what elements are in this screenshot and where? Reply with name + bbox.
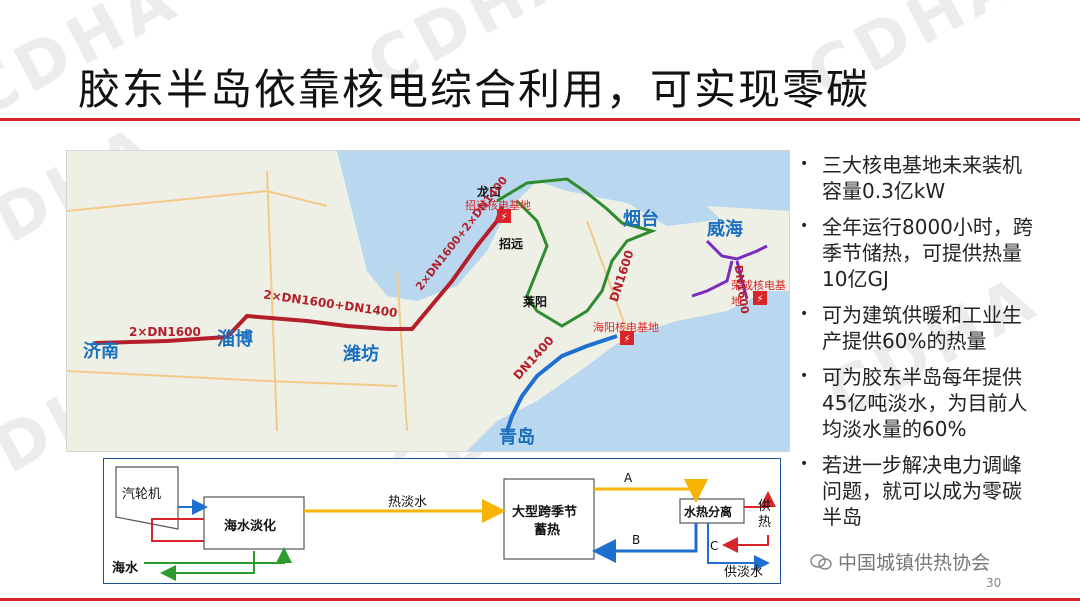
supply-fresh-water-label: 供淡水	[724, 565, 764, 580]
desal-label: 海水淡化	[224, 519, 277, 534]
pipe-label-jinan-zibo: 2×DN1600	[129, 325, 201, 339]
city-zibo: 淄博	[217, 329, 253, 350]
city-weifang: 潍坊	[343, 344, 379, 365]
svg-text:⚡: ⚡	[623, 334, 630, 345]
supply-heat-label: 供热	[758, 499, 772, 530]
desal-box-shape	[203, 496, 305, 550]
svg-text:⚡: ⚡	[756, 294, 763, 305]
city-laiyang: 莱阳	[523, 295, 548, 309]
separator-box-shape	[679, 498, 745, 524]
list-item: •可为建筑供暖和工业生产提供60%的热量	[800, 303, 1022, 353]
base-label-rongcheng: 荣成核电基地	[731, 279, 786, 308]
flow-label-a: A	[624, 471, 633, 485]
bottom-divider	[0, 598, 1080, 601]
haiyang-base-marker: ⚡	[620, 331, 634, 345]
city-yantai: 烟台	[623, 209, 659, 230]
process-diagram-canvas	[115, 466, 776, 581]
footer-brand-text: 中国城镇供热协会	[838, 552, 991, 574]
title-divider	[0, 118, 1080, 121]
footer-brand: 中国城镇供热协会	[810, 548, 990, 575]
city-zhaoyuan: 招远	[499, 237, 524, 251]
zhaoyuan-base-marker: ⚡	[497, 209, 511, 223]
storage-label-line2: 蓄热	[534, 523, 561, 538]
weihai-coast	[707, 206, 789, 291]
storage-label-line1: 大型跨季节	[512, 505, 578, 520]
city-jinan: 济南	[83, 341, 119, 362]
list-item: •三大核电基地未来装机容量0.3亿kW	[800, 153, 1022, 203]
storage-box-shape	[503, 478, 595, 560]
city-weihai: 威海	[707, 219, 743, 240]
city-qingdao: 青岛	[499, 427, 535, 448]
separator-label: 水热分离	[684, 505, 733, 519]
bullet-icon: •	[800, 456, 809, 472]
hot-fresh-water-label: 热淡水	[388, 495, 428, 510]
bullet-icon: •	[800, 218, 809, 234]
base-label-zhaoyuan: 招远核电基地	[465, 199, 531, 212]
turbine-shape	[115, 466, 179, 530]
trunk-pipeline	[94, 205, 504, 345]
bullet-icon: •	[800, 368, 809, 384]
bullet-icon: •	[800, 306, 809, 322]
flow-label-b: B	[632, 533, 641, 547]
yellow-sea	[467, 291, 789, 451]
chat-icon	[810, 553, 832, 571]
seawater-label: 海水	[112, 561, 139, 576]
page-number: 30	[986, 576, 1002, 590]
list-item: •若进一步解决电力调峰问题，就可以成为零碳半岛	[800, 453, 1022, 529]
rongcheng-base-marker: ⚡	[753, 291, 767, 305]
turbine-label: 汽轮机	[122, 487, 162, 502]
rongcheng-purple-pipeline	[691, 239, 768, 300]
haiyang-qingdao-pipeline	[505, 334, 618, 432]
list-item: •可为胶东半岛每年提供45亿吨淡水，为目前人均淡水量的60%	[800, 365, 1028, 441]
page-title: 胶东半岛依靠核电综合利用，可实现零碳	[78, 65, 871, 114]
bullet-icon: •	[800, 156, 809, 172]
svg-text:⚡: ⚡	[500, 212, 507, 223]
process-diagram: 汽轮机 海水淡化 热淡水 大型跨季节 蓄热 水热分离 A B C 海水 供热 供…	[103, 458, 781, 584]
city-longkou: 龙口	[477, 185, 502, 199]
shandong-peninsula-map: ⚡ ⚡ ⚡ 济南 淄博 潍坊 青岛 烟台 威海 龙口 招远 莱阳 招远核电基地 …	[66, 150, 790, 452]
base-label-haiyang: 海阳核电基地	[593, 321, 659, 334]
flow-label-c: C	[710, 539, 719, 553]
list-item: •全年运行8000小时，跨季节储热，可提供热量10亿GJ	[800, 215, 1033, 291]
bohai-sea	[337, 151, 789, 301]
map-canvas: ⚡ ⚡ ⚡	[67, 151, 789, 451]
yantai-green-pipeline	[496, 177, 657, 328]
key-points-list: •三大核电基地未来装机容量0.3亿kW •全年运行8000小时，跨季节储热，可提…	[800, 152, 1040, 540]
